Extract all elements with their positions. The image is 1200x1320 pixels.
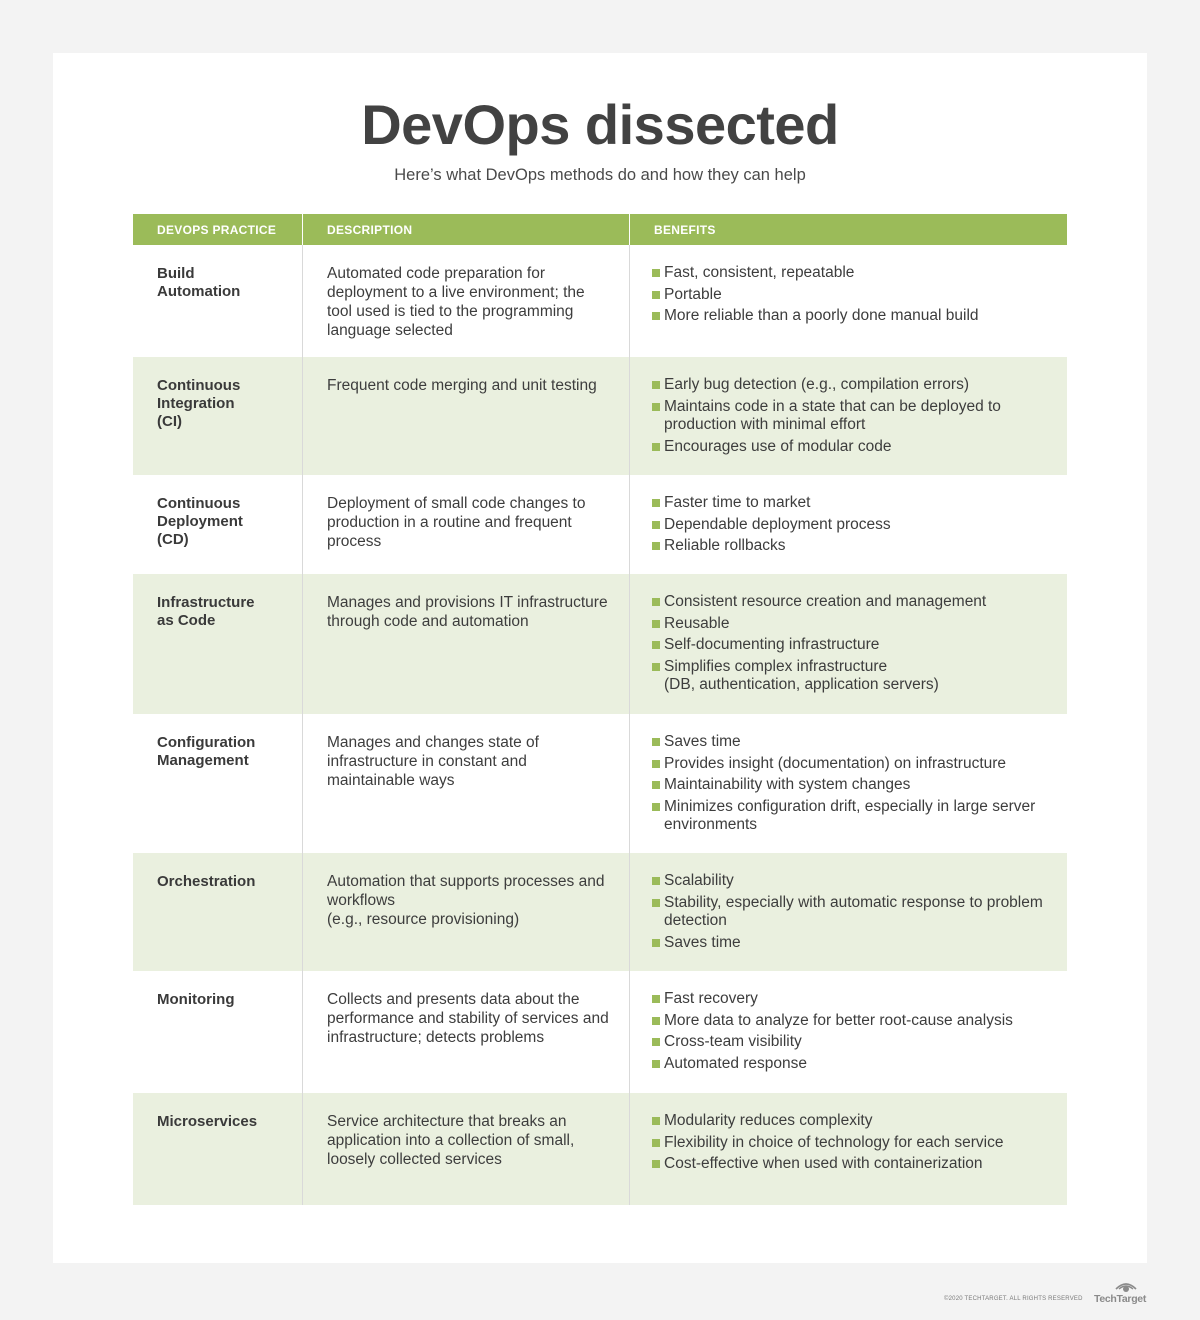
page-subtitle: Here’s what DevOps methods do and how th… — [394, 166, 806, 184]
copyright-notice: ©2020 TECHTARGET. ALL RIGHTS RESERVED — [944, 1296, 1083, 1302]
techtarget-logo: TechTarget — [1094, 1293, 1147, 1305]
benefit-item: Fast recovery — [652, 990, 1057, 1009]
benefits-cell: Consistent resource creation and managem… — [629, 574, 1067, 714]
practice-cell: Monitoring — [157, 991, 235, 1008]
benefit-item: Self-documenting infrastructure — [652, 636, 1057, 655]
table-row: Orchestration Automation that supports pr… — [133, 853, 1067, 971]
benefit-item: Simplifies complex infrastructure (DB, a… — [652, 658, 1057, 695]
benefit-item: Stability, especially with automatic res… — [652, 894, 1057, 931]
description-cell: Frequent code merging and unit testing — [302, 357, 629, 475]
description-cell: Deployment of small code changes to prod… — [302, 475, 629, 574]
practice-cell: Build Automation — [157, 265, 241, 300]
table-row: Microservices Service architecture that b… — [133, 1093, 1067, 1205]
benefit-item: Faster time to market — [652, 494, 1057, 513]
benefit-item: Modularity reduces complexity — [652, 1112, 1057, 1131]
practice-cell: Orchestration — [157, 873, 256, 890]
table-body: Build Automation Automated code preparati… — [133, 245, 1067, 1205]
benefit-item: Maintains code in a state that can be de… — [652, 398, 1057, 435]
practice-cell: Configuration Management — [157, 734, 256, 769]
benefit-item: Scalability — [652, 872, 1057, 891]
table-row: Monitoring Collects and presents data abo… — [133, 971, 1067, 1093]
table-header: DEVOPS PRACTICE DESCRIPTION BENEFITS — [133, 214, 1067, 245]
practice-cell: Continuous Integration (CI) — [157, 377, 241, 430]
benefit-item: Automated response — [652, 1055, 1057, 1074]
benefit-item: Portable — [652, 286, 1057, 305]
description-cell: Collects and presents data about the per… — [302, 971, 629, 1093]
column-header-practice: DEVOPS PRACTICE — [157, 222, 277, 237]
description-cell: Manages and changes state of infrastruct… — [302, 714, 629, 853]
benefit-item: Early bug detection (e.g., compilation e… — [652, 376, 1057, 395]
practice-cell: Infrastructure as Code — [157, 594, 255, 629]
description-cell: Manages and provisions IT infrastructure… — [302, 574, 629, 714]
benefits-list: Early bug detection (e.g., compilation e… — [652, 376, 1057, 456]
devops-table: DEVOPS PRACTICE DESCRIPTION BENEFITS Bui… — [133, 214, 1067, 1205]
table-row: Continuous Deployment (CD) Deployment of … — [133, 475, 1067, 574]
table-row: Infrastructure as Code Manages and provis… — [133, 574, 1067, 714]
benefit-item: Dependable deployment process — [652, 516, 1057, 535]
table-row: Continuous Integration (CI) Frequent code… — [133, 357, 1067, 475]
description-cell: Automated code preparation for deploymen… — [302, 245, 629, 357]
practice-cell: Microservices — [157, 1113, 258, 1130]
benefit-item: Cross-team visibility — [652, 1033, 1057, 1052]
page-title: DevOps dissected — [361, 93, 839, 156]
benefit-item: Saves time — [652, 733, 1057, 752]
benefit-item: Reliable rollbacks — [652, 537, 1057, 556]
description-cell: Service architecture that breaks an appl… — [302, 1093, 629, 1205]
benefit-item: Consistent resource creation and managem… — [652, 593, 1057, 612]
benefit-item: More data to analyze for better root-cau… — [652, 1012, 1057, 1031]
benefit-item: Encourages use of modular code — [652, 438, 1057, 457]
techtarget-eye-icon — [1115, 1283, 1137, 1292]
benefit-item: Flexibility in choice of technology for … — [652, 1134, 1057, 1153]
benefit-item: Cost-effective when used with containeri… — [652, 1155, 1057, 1174]
practice-cell: Continuous Deployment (CD) — [157, 495, 243, 548]
column-header-description: DESCRIPTION — [302, 214, 629, 245]
benefits-list: Consistent resource creation and managem… — [652, 593, 1057, 695]
column-header-benefits: BENEFITS — [629, 214, 1067, 245]
table-row: Build Automation Automated code preparati… — [133, 245, 1067, 357]
description-cell: Automation that supports processes and w… — [302, 853, 629, 971]
benefit-item: Minimizes configuration drift, especiall… — [652, 798, 1057, 835]
benefit-item: Provides insight (documentation) on infr… — [652, 755, 1057, 774]
benefit-item: Saves time — [652, 934, 1057, 953]
benefits-cell: Early bug detection (e.g., compilation e… — [629, 357, 1067, 475]
table-row: Configuration Management Manages and chan… — [133, 714, 1067, 853]
benefit-item: Reusable — [652, 615, 1057, 634]
benefit-item: Maintainability with system changes — [652, 776, 1057, 795]
benefit-item: Fast, consistent, repeatable — [652, 264, 1057, 283]
benefit-item: More reliable than a poorly done manual … — [652, 307, 1057, 326]
